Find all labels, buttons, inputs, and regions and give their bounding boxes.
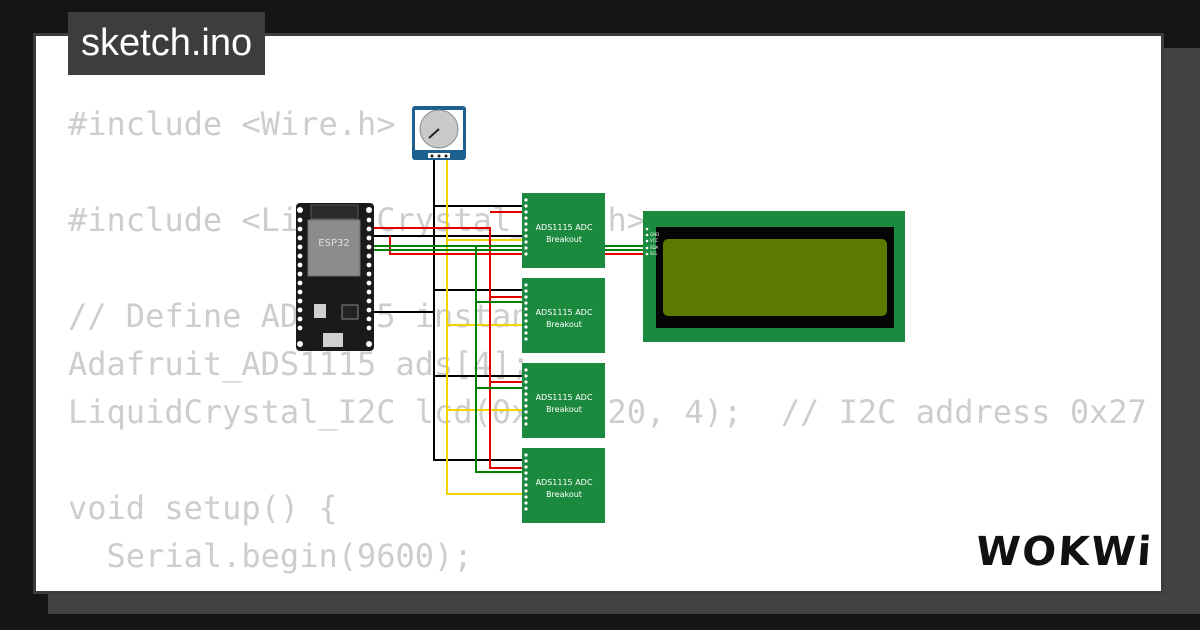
adc-label: Breakout <box>546 405 582 414</box>
esp32-label: ESP32 <box>318 238 349 249</box>
code-line: void setup() { <box>68 489 338 527</box>
esp32-board[interactable]: ESP32 <box>296 203 374 351</box>
adc-module[interactable]: ADS1115 ADC Breakout <box>522 193 605 268</box>
adc-module[interactable]: ADS1115 ADC Breakout <box>522 448 605 523</box>
wire-green <box>475 246 524 473</box>
code-line: LiquidCrystal_I2C lcd(0x27, 20, 4); // I… <box>68 393 1147 431</box>
lcd-display[interactable]: GND VCC SDA SCL <box>643 211 905 342</box>
adc-label: Breakout <box>546 320 582 329</box>
lcd-pin-label: SCL <box>650 251 658 256</box>
adc-label: ADS1115 ADC <box>536 478 593 487</box>
esp32-pins <box>297 207 372 347</box>
adc-label: ADS1115 ADC <box>536 223 593 232</box>
wokwi-logo-text: WOKWi <box>974 529 1155 575</box>
wire-red <box>372 227 524 469</box>
lcd-pin-label: GND <box>650 232 659 237</box>
adc-label: Breakout <box>546 490 582 499</box>
wire-yellow <box>446 160 524 495</box>
lcd-pin-label: VCC <box>650 238 659 243</box>
lcd-pin-label: SDA <box>650 245 659 250</box>
code-line: Serial.begin(9600); <box>68 537 473 575</box>
potentiometer[interactable] <box>412 106 466 160</box>
adc-module[interactable]: ADS1115 ADC Breakout <box>522 278 605 353</box>
adc-label: Breakout <box>546 235 582 244</box>
wokwi-logo: WOKWi <box>974 528 1155 576</box>
adc-label: ADS1115 ADC <box>536 393 593 402</box>
adc-module[interactable]: ADS1115 ADC Breakout <box>522 363 605 438</box>
code-preview: #include <Wire.h>#include <LiquidCrystal… <box>68 100 1147 580</box>
adc-label: ADS1115 ADC <box>536 308 593 317</box>
sketch-filename-tab[interactable]: sketch.ino <box>68 12 266 75</box>
wire-black <box>433 160 524 461</box>
code-line: #include <Wire.h> <box>68 105 396 143</box>
